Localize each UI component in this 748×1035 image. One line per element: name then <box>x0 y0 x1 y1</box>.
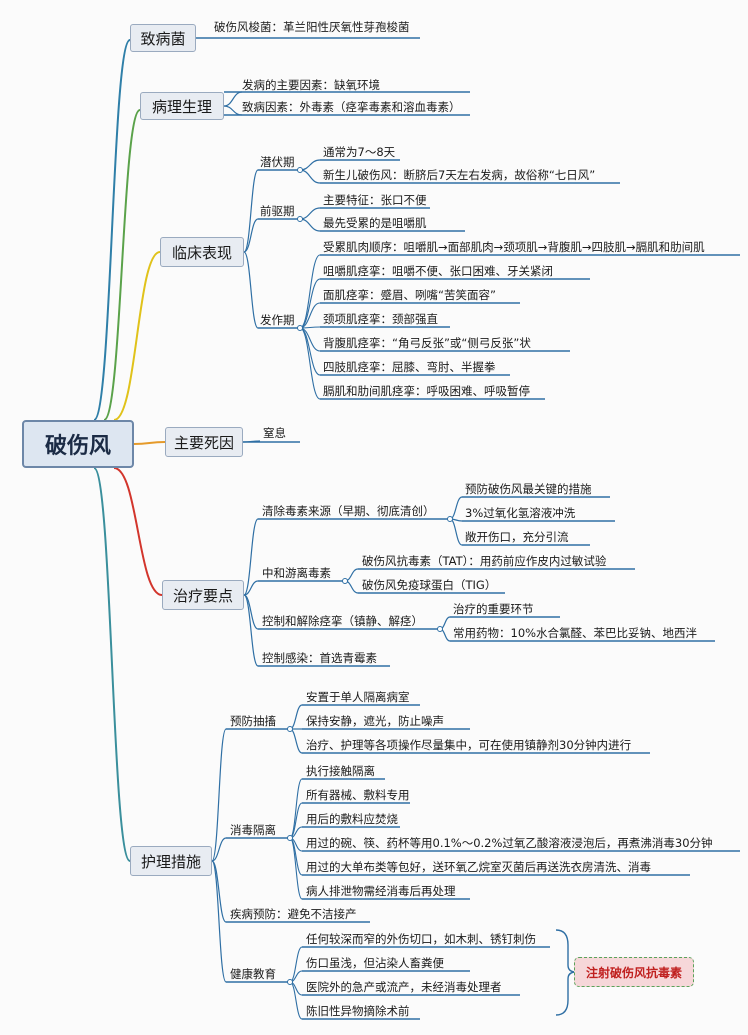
root-node: 破伤风 <box>22 420 134 468</box>
education-item: 陈旧性异物摘除术前 <box>306 1004 410 1018</box>
disinfect-item: 病人排泄物需经消毒后再处理 <box>306 884 456 898</box>
incubation-label: 潜伏期 <box>260 155 295 169</box>
seizure-item: 治疗、护理等各项操作尽量集中，可在使用镇静剂30分钟内进行 <box>306 738 632 752</box>
connector <box>211 728 227 862</box>
injection-callout: 注射破伤风抗毒素 <box>574 957 694 987</box>
node-pathogen: 致病菌 <box>130 24 196 52</box>
connector <box>299 169 321 184</box>
node-nursing: 护理措施 <box>130 846 212 876</box>
connector <box>93 39 131 421</box>
neutralize-label: 中和游离毒素 <box>262 566 331 580</box>
education-item: 医院外的急产或流产，未经消毒处理者 <box>306 980 502 994</box>
incubation-item: 通常为7～8天 <box>323 145 396 159</box>
connector <box>93 467 131 862</box>
connector <box>103 109 141 421</box>
connector <box>243 594 259 630</box>
spasm-item: 治疗的重要环节 <box>453 602 534 616</box>
incubation-item: 新生儿破伤风：断脐后7天左右发病，故俗称“七日风” <box>323 168 596 182</box>
seizure-label: 预防抽搐 <box>230 714 276 728</box>
connector <box>299 302 321 329</box>
fork-dot <box>287 835 293 841</box>
onset-item: 咀嚼肌痉挛：咀嚼不便、张口困难、牙关紧闭 <box>323 264 553 278</box>
connector <box>555 929 577 1016</box>
fork-dot <box>297 216 303 222</box>
seizure-item: 保持安静，遮光，防止噪声 <box>306 714 444 728</box>
connector <box>289 728 303 754</box>
node-death: 主要死因 <box>165 427 243 457</box>
disinfect-item: 所有器械、敷料专用 <box>306 788 410 802</box>
education-item: 任何较深而窄的外伤切口，如木刺、锈钉刺伤 <box>306 932 536 946</box>
disinfect-item: 用过的大单布类等包好，送环氧乙烷室灭菌后再送洗衣房清洗、消毒 <box>306 860 651 874</box>
onset-item: 膈肌和肋间肌痉挛：呼吸困难、呼吸暂停 <box>323 384 530 398</box>
connector <box>299 327 321 376</box>
node-treatment: 治疗要点 <box>162 580 244 610</box>
clear-item: 敞开伤口，充分引流 <box>465 530 569 544</box>
connector <box>243 218 259 253</box>
clear-item: 3%过氧化氢溶液冲洗 <box>465 506 576 520</box>
connector <box>243 251 259 329</box>
fork-dot <box>342 578 348 584</box>
connector <box>223 91 243 107</box>
connector <box>289 704 303 730</box>
neutralize-item: 破伤风免疫球蛋白（TIG） <box>362 578 497 592</box>
connector <box>211 860 227 983</box>
connector <box>299 218 321 232</box>
disinfect-label: 消毒隔离 <box>230 823 276 837</box>
onset-item: 受累肌肉顺序：咀嚼肌→面部肌肉→颈项肌→背腹肌→四肢肌→膈肌和肋间肌 <box>323 240 705 254</box>
fork-dot <box>437 626 443 632</box>
onset-item: 四肢肌痉挛：屈膝、弯肘、半握拳 <box>323 360 496 374</box>
death-item: 窒息 <box>263 426 286 440</box>
fork-dot <box>447 516 453 522</box>
connector <box>449 518 463 546</box>
pathogen-item: 破伤风梭菌：革兰阳性厌氧性芽孢梭菌 <box>214 20 410 34</box>
connector <box>243 518 259 596</box>
onset-item: 颈项肌痉挛：颈部强直 <box>323 312 438 326</box>
clear-label: 清除毒素来源（早期、彻底清创） <box>262 504 435 518</box>
fork-dot <box>297 325 303 331</box>
disinfect-item: 执行接触隔离 <box>306 764 375 778</box>
spasm-item: 常用药物：10%水合氯醛、苯巴比妥钠、地西泮 <box>453 626 698 640</box>
clear-item: 预防破伤风最关键的措施 <box>465 482 592 496</box>
node-clinical: 临床表现 <box>160 237 244 267</box>
node-pathophysiology: 病理生理 <box>140 92 224 120</box>
connector <box>299 207 321 220</box>
prodrome-item: 主要特征：张口不便 <box>323 193 427 207</box>
seizure-item: 安置于单人隔离病室 <box>306 690 410 704</box>
prodrome-item: 最先受累的是咀嚼肌 <box>323 216 427 230</box>
fork-dot <box>287 979 293 985</box>
connector <box>133 441 166 445</box>
onset-item: 背腹肌痉挛：“角弓反张”或“侧弓反张”状 <box>323 336 531 350</box>
connector <box>289 837 303 900</box>
onset-label: 发作期 <box>260 313 295 327</box>
connector <box>449 496 463 520</box>
education-label: 健康教育 <box>230 967 276 981</box>
connector <box>242 440 261 443</box>
connector <box>299 159 321 171</box>
prevention-label: 疾病预防：避免不洁接产 <box>230 907 357 921</box>
connector <box>243 169 259 253</box>
connector <box>289 778 303 839</box>
connector <box>299 254 321 329</box>
connector <box>211 837 227 862</box>
connector <box>223 105 243 116</box>
education-item: 伤口虽浅，但沾染人畜粪便 <box>306 956 444 970</box>
disinfect-item: 用后的敷料应焚烧 <box>306 812 398 826</box>
spasm-label: 控制和解除痉挛（镇静、解痉） <box>262 614 423 628</box>
pathophysiology-item: 发病的主要因素：缺氧环境 <box>242 78 380 92</box>
neutralize-item: 破伤风抗毒素（TAT）：用药前应作皮内过敏试验 <box>362 554 607 568</box>
connector <box>299 327 321 400</box>
onset-item: 面肌痉挛：蹙眉、咧嘴“苦笑面容” <box>323 288 496 302</box>
disinfect-item: 用过的碗、筷、药杯等用0.1%～0.2%过氧乙酸溶液浸泡后，再煮沸消毒30分钟 <box>306 836 713 850</box>
fork-dot <box>297 167 303 173</box>
pathophysiology-item: 致病因素：外毒素（痉挛毒素和溶血毒素） <box>242 100 461 114</box>
prodrome-label: 前驱期 <box>260 204 295 218</box>
connector <box>113 251 161 421</box>
connector <box>243 580 259 596</box>
connector <box>243 594 259 667</box>
infection-label: 控制感染：首选青霉素 <box>262 651 377 665</box>
connector <box>113 467 163 596</box>
fork-dot <box>287 726 293 732</box>
